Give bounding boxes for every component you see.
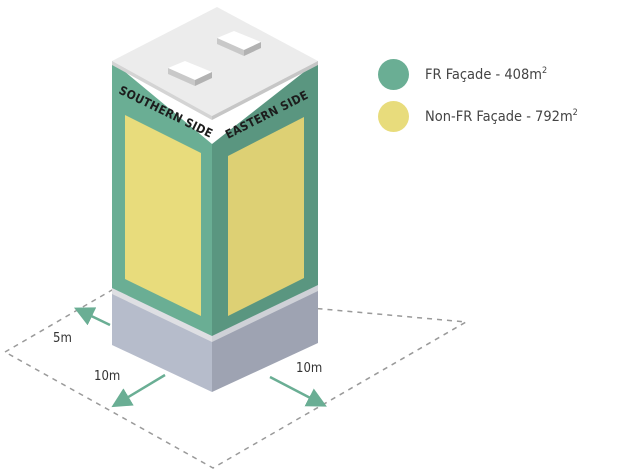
southern-non-fr-panel	[125, 115, 201, 316]
rooftop-unit	[168, 61, 212, 86]
roof-edge-left	[112, 61, 212, 120]
offset-arrow	[73, 307, 111, 327]
fr-circle-icon	[378, 58, 409, 90]
legend-item-non-fr: Non-FR Façade - 792m2	[378, 100, 578, 132]
east-width-arrow	[269, 375, 327, 407]
roof-edge-right	[212, 61, 318, 120]
south-width-arrow	[111, 373, 166, 408]
base-top-strip-right	[212, 285, 318, 342]
non-fr-circle-icon	[378, 100, 409, 132]
offset-label: 5m	[53, 331, 72, 346]
base-right-face	[212, 285, 318, 392]
legend-item-fr: FR Façade - 408m2	[378, 58, 578, 90]
east-width-label: 10m	[296, 361, 322, 376]
legend-label-fr: FR Façade - 408m2	[425, 65, 548, 83]
base-top-strip-left	[112, 288, 212, 342]
south-width-label: 10m	[94, 369, 120, 384]
base-left-face	[112, 288, 212, 392]
legend: FR Façade - 408m2 Non-FR Façade - 792m2	[378, 58, 578, 142]
legend-label-non-fr: Non-FR Façade - 792m2	[425, 107, 578, 125]
roof	[112, 7, 318, 116]
rooftop-unit	[217, 31, 261, 56]
eastern-non-fr-panel	[228, 117, 304, 316]
